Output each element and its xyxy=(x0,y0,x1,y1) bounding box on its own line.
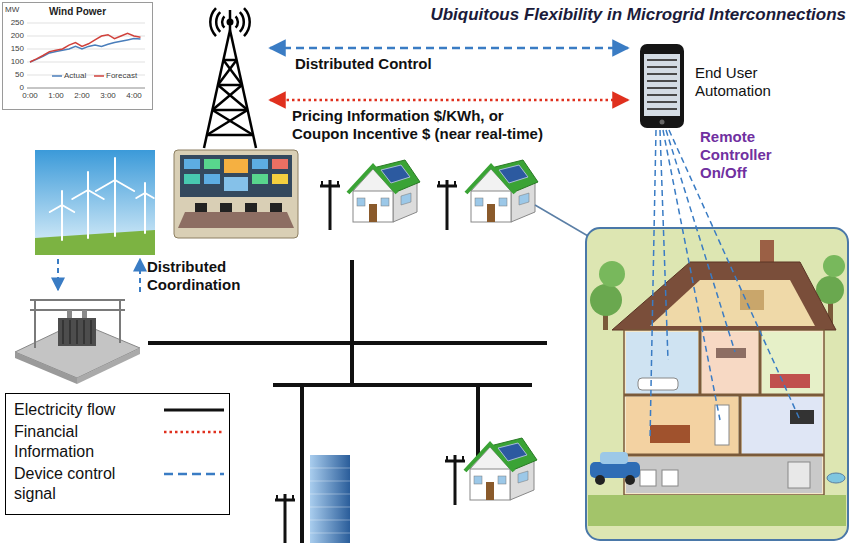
legend-sample xyxy=(162,466,226,482)
series-label: Actual xyxy=(64,71,86,81)
legend-text: Electricity flow xyxy=(14,400,154,420)
flow-label: Distributed Control xyxy=(295,55,432,73)
node-text: Wind Power xyxy=(3,3,152,18)
legend-text: Device control signal xyxy=(14,464,154,504)
legend-line xyxy=(164,473,224,476)
axis-label: 3:00 xyxy=(95,91,121,101)
diagram-title: Ubiquitous Flexibility in Microgrid Inte… xyxy=(430,5,846,25)
axis-label: MW xyxy=(5,5,19,15)
axis-label: 150 xyxy=(2,44,24,54)
axis-label: 1:00 xyxy=(43,91,69,101)
legend-box: Electricity flowFinancial InformationDev… xyxy=(5,393,230,515)
legend-row: Device control signal xyxy=(14,464,229,504)
legend-row: Financial Information xyxy=(14,422,229,462)
legend-text: Financial Information xyxy=(14,422,154,462)
axis-label: 4:00 xyxy=(121,91,147,101)
legend-sample xyxy=(162,402,226,418)
axis-label: 250 xyxy=(2,18,24,28)
flow-label: Distributed Coordination xyxy=(147,258,247,294)
legend-line xyxy=(164,431,224,434)
axis-label: 0 xyxy=(2,83,24,93)
axis-label: 0:00 xyxy=(17,91,43,101)
control-label: Remote Controller On/Off xyxy=(700,128,795,182)
phone-device: End User Automation xyxy=(638,42,798,132)
axis-label: 50 xyxy=(2,70,24,80)
legend-line xyxy=(164,409,224,412)
axis-label: 200 xyxy=(2,31,24,41)
flow-label: Pricing Information $/KWh, or Coupon Inc… xyxy=(292,107,554,143)
series-label: Forecast xyxy=(106,71,137,81)
axis-label: 2:00 xyxy=(69,91,95,101)
legend-sample xyxy=(162,424,226,440)
node-text: End User Automation xyxy=(695,64,783,100)
axis-label: 100 xyxy=(2,57,24,67)
legend-row: Electricity flow xyxy=(14,400,229,420)
